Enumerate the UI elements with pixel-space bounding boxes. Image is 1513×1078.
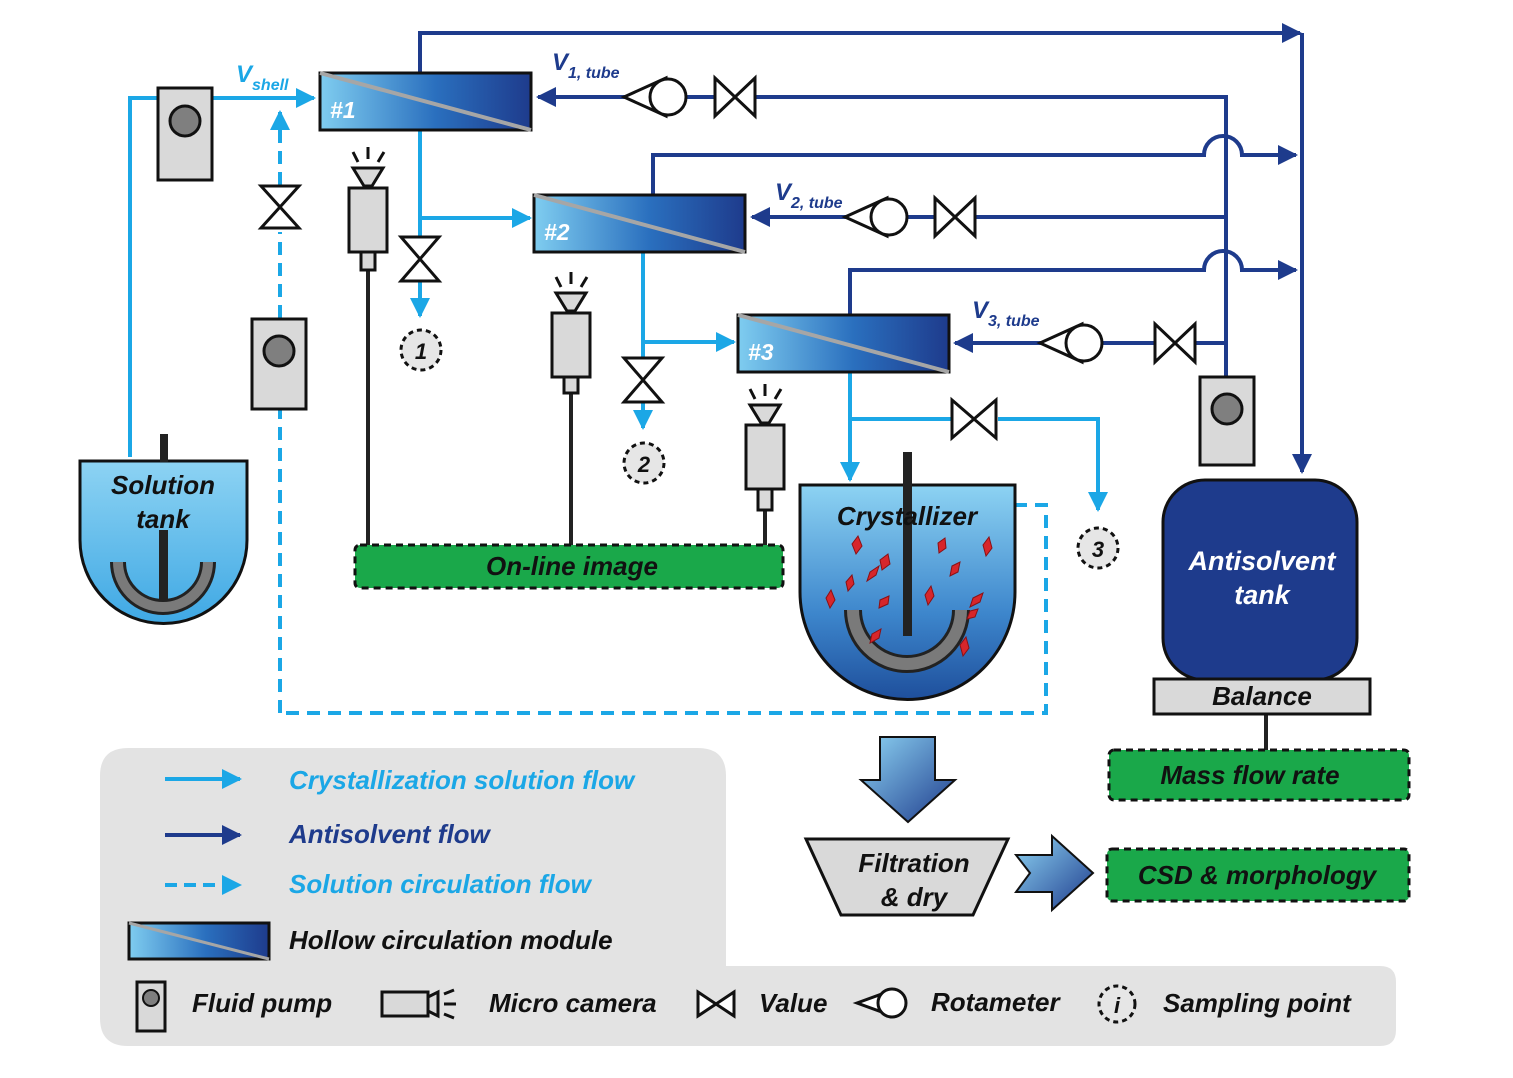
solution-tank: Solution tank [78, 434, 249, 625]
stirrer-icon [110, 561, 216, 615]
balance: Balance [1152, 677, 1372, 716]
crystallizer: Crystallizer [798, 452, 1017, 701]
online-image-box: On-line image [353, 543, 785, 590]
module-label: #3 [748, 339, 774, 365]
antisolvent-tank-label: Antisolvent [1187, 546, 1336, 576]
antisolvent-tank-label: tank [1234, 580, 1292, 610]
sampling-point-1: 1 [399, 328, 443, 372]
solution-tank-label: tank [136, 504, 191, 534]
svg-text:3: 3 [1092, 537, 1104, 562]
valve-icon [257, 184, 303, 230]
svg-text:CSD & morphology: CSD & morphology [1138, 860, 1378, 890]
rotameter-icon [841, 195, 909, 239]
stirrer-icon [844, 609, 970, 673]
sampling-point-3: 3 [1076, 526, 1120, 570]
svg-text:Filtration: Filtration [858, 848, 969, 878]
micro-camera-icon [744, 384, 786, 512]
fluid-pump-icon [156, 86, 214, 182]
fluid-pump-icon [135, 980, 167, 1033]
solution-tank-label: Solution [111, 470, 215, 500]
hollow-module-2: #2 [532, 193, 747, 254]
camera-signal-lines [366, 270, 1268, 750]
legend-circulation-label: Solution circulation flow [289, 869, 593, 899]
antisolvent-tank: Antisolvent tank [1161, 478, 1359, 682]
rotameter-icon [620, 75, 688, 119]
v1-tube-label: V1, tube [552, 49, 620, 82]
antisolvent-lines [418, 23, 1312, 474]
micro-camera-icon [347, 147, 389, 272]
valve-icon [713, 74, 757, 120]
rotameter-icon [852, 987, 908, 1019]
v3-tube-label: V3, tube [972, 297, 1040, 330]
rotameter-icon [1036, 321, 1104, 365]
right-arrow-icon [1013, 833, 1095, 913]
mass-flow-rate-box: Mass flow rate [1107, 748, 1411, 802]
v-shell-label: Vshell [236, 61, 289, 94]
crystallizer-label: Crystallizer [837, 501, 979, 531]
svg-text:Balance: Balance [1212, 681, 1312, 711]
circulation-lines [270, 110, 1048, 715]
svg-text:Mass flow rate: Mass flow rate [1160, 760, 1339, 790]
micro-camera-icon [380, 988, 456, 1020]
legend-valve-label: Value [759, 988, 827, 1018]
legend-panel [100, 748, 1396, 1046]
valve-icon [950, 396, 998, 442]
legend-hollow-module-label: Hollow circulation module [289, 925, 613, 955]
sampling-point-2: 2 [622, 441, 666, 485]
valve-icon [620, 356, 666, 404]
valve-icon [933, 194, 977, 240]
legend-micro-camera-label: Micro camera [489, 988, 657, 1018]
fluid-pump-icon [1198, 375, 1256, 467]
valve-icon [397, 235, 443, 283]
down-arrow-icon [858, 736, 958, 824]
legend-crystallization-label: Crystallization solution flow [289, 765, 636, 795]
sampling-point-icon: i [1097, 984, 1137, 1024]
csd-morphology-box: CSD & morphology [1105, 847, 1411, 903]
svg-text:& dry: & dry [881, 882, 949, 912]
filtration-dry: Filtration & dry [803, 837, 1011, 917]
svg-text:On-line image: On-line image [486, 551, 658, 581]
fluid-pump-icon [250, 317, 308, 411]
legend-fluid-pump-label: Fluid pump [192, 988, 332, 1018]
v2-tube-label: V2, tube [775, 179, 843, 212]
hollow-module-3: #3 [736, 313, 951, 374]
solution-lines [128, 88, 1108, 512]
svg-text:1: 1 [415, 339, 427, 364]
legend-sampling-point-label: Sampling point [1163, 988, 1352, 1018]
svg-text:2: 2 [637, 452, 651, 477]
module-label: #2 [544, 219, 570, 245]
valve-icon [696, 989, 736, 1019]
hollow-module-1: #1 [318, 71, 533, 132]
micro-camera-icon [550, 272, 592, 395]
legend: Crystallization solution flow Antisolven… [127, 765, 1352, 1033]
legend-rotameter-label: Rotameter [931, 987, 1061, 1017]
svg-text:i: i [1114, 993, 1121, 1018]
legend-antisolvent-label: Antisolvent flow [288, 819, 492, 849]
hollow-module-icon [127, 921, 271, 961]
module-label: #1 [330, 97, 356, 123]
valve-icon [1153, 320, 1197, 366]
crystals [825, 534, 993, 658]
